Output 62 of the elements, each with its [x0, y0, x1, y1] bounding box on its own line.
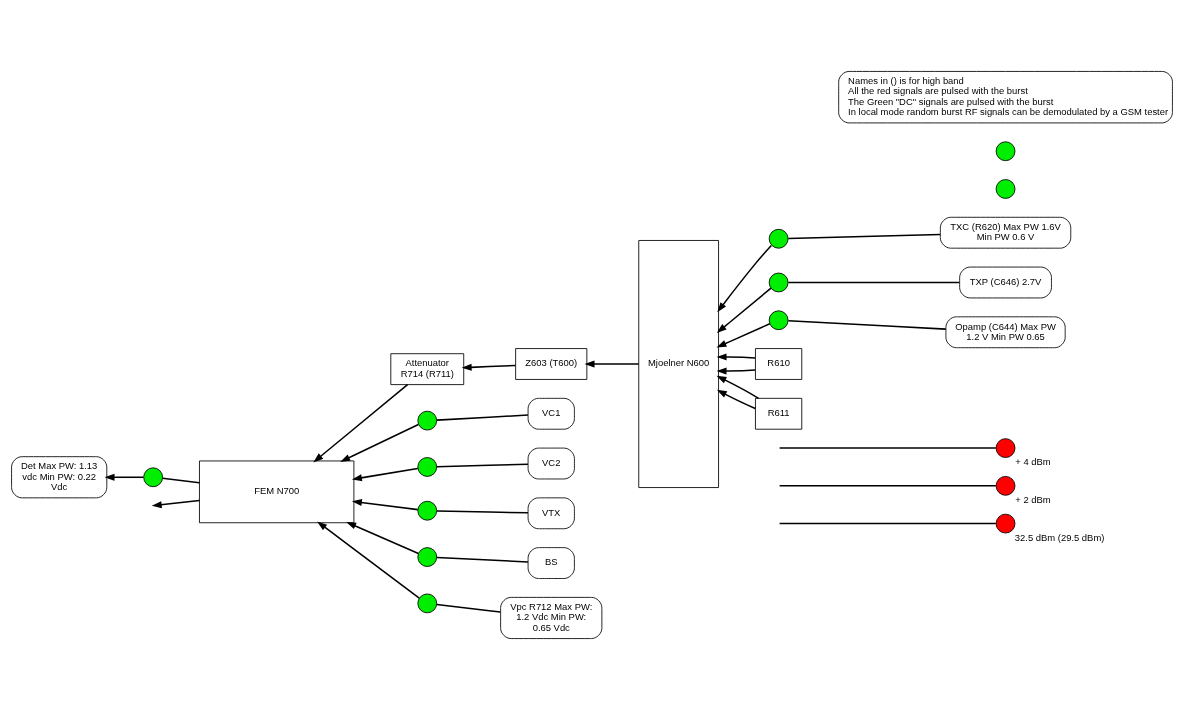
arrow	[716, 352, 756, 360]
node-box: TXC (R620) Max PW 1.6V Min PW 0.6 V	[939, 216, 1072, 249]
node-circle	[995, 178, 1016, 199]
node-box: Det Max PW: 1.13 vdc Min PW: 0.22 Vdc	[11, 455, 108, 498]
arrow	[104, 473, 145, 481]
node-box: VC2	[527, 447, 575, 479]
node-box: Vpc R712 Max PW: 1.2 Vdc Min PW: 0.65 Vdc	[500, 596, 603, 639]
connector	[778, 484, 997, 487]
node-box: R610	[755, 347, 803, 380]
node-circle	[417, 500, 438, 521]
node-box: Opamp (C644) Max PW 1.2 V Min PW 0.65	[945, 315, 1066, 348]
node-box: R611	[755, 397, 803, 430]
arrow	[313, 383, 409, 462]
node-circle	[417, 546, 438, 567]
node-box: TXP (C646) 2.7V	[959, 266, 1052, 298]
node-circle	[995, 513, 1016, 533]
arrow	[716, 375, 760, 399]
node-circle	[995, 140, 1016, 161]
node-circle	[995, 475, 1016, 496]
node-circle	[417, 593, 438, 613]
arrow	[346, 521, 420, 554]
connector	[436, 462, 529, 467]
node-box: VC1	[527, 397, 575, 430]
arrow	[716, 367, 756, 375]
node-label: + 4 dBm	[1015, 455, 1051, 467]
connector	[436, 556, 529, 563]
node-box: Mjoelner N600	[638, 239, 719, 488]
arrow	[717, 244, 773, 312]
connector	[778, 522, 997, 524]
node-box: Z603 (T600)	[515, 347, 588, 380]
arrow	[351, 467, 419, 481]
node-circle	[768, 272, 789, 292]
arrow	[317, 520, 420, 599]
node-circle	[995, 437, 1016, 458]
node-circle	[768, 309, 789, 330]
connector	[436, 509, 529, 514]
arrow	[584, 360, 640, 367]
node-box: FEM N700	[199, 460, 355, 523]
arrow	[151, 499, 201, 508]
node-label: + 2 dBm	[1015, 493, 1051, 505]
node-circle	[768, 228, 789, 249]
node-box: BS	[527, 546, 575, 579]
connector	[436, 413, 529, 421]
arrow	[716, 389, 756, 409]
node-label: 32.5 dBm (29.5 dBm)	[1014, 531, 1105, 543]
node-box: Names in () is for high band All the red signals are pulsed with the burst The Green "DC" signals are pulsed with the burst In local mode random burst RF signals can be demodulated by a GSM tester	[838, 70, 1173, 123]
connector	[787, 319, 947, 330]
node-box: Attenuator R714 (R711)	[390, 352, 465, 385]
connector	[161, 477, 201, 483]
arrow	[461, 363, 517, 371]
node-circle	[417, 456, 438, 477]
node-circle	[417, 410, 438, 430]
connector	[778, 446, 997, 449]
arrow	[716, 322, 771, 348]
node-circle	[143, 466, 163, 487]
arrow	[716, 286, 772, 333]
arrow	[340, 423, 420, 462]
node-box: VTX	[527, 496, 575, 529]
connector	[787, 233, 941, 239]
connector	[787, 281, 961, 283]
arrow	[351, 498, 419, 510]
connector	[435, 603, 502, 613]
